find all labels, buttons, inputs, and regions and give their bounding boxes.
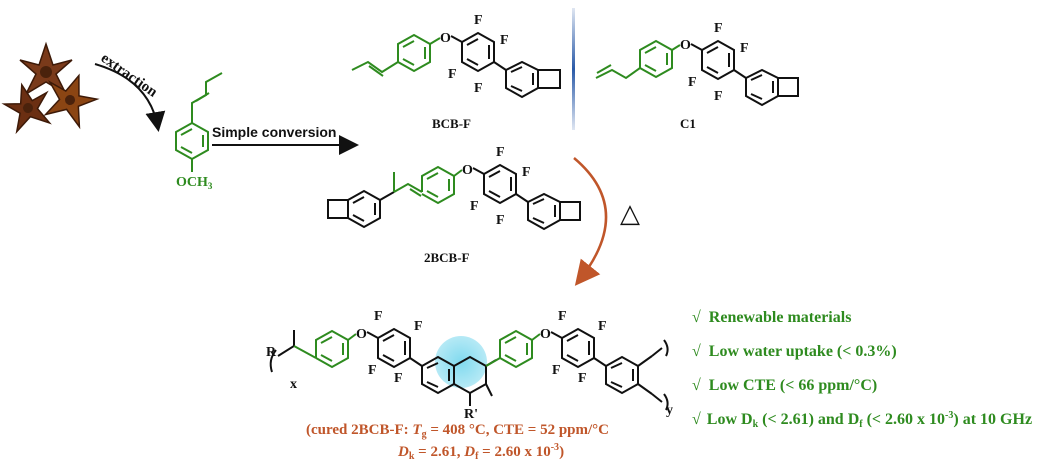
svg-text:F: F [522, 165, 531, 180]
r-group-label: R [266, 345, 277, 360]
oxygen-atom: O [440, 31, 451, 46]
curing-arrow-icon [573, 157, 608, 286]
cured-note-line1: (cured 2BCB-F: Tg = 408 °C, CTE = 52 ppm… [306, 422, 609, 440]
svg-text:F: F [470, 199, 479, 214]
svg-text:F: F [496, 145, 505, 160]
svg-text:F: F [578, 371, 587, 386]
heat-delta-icon: △ [620, 199, 640, 229]
svg-text:F: F [448, 67, 457, 82]
polymer-structure: R x O R' O [266, 309, 673, 422]
divider-line [572, 8, 575, 130]
property-item: √Low CTE (< 66 ppm/°C) [692, 377, 877, 394]
svg-text:F: F [496, 213, 505, 228]
svg-text:F: F [558, 309, 567, 324]
svg-text:F: F [688, 75, 697, 90]
c1-label: C1 [680, 116, 696, 131]
svg-text:O: O [680, 38, 691, 53]
svg-text:F: F [552, 363, 561, 378]
svg-text:F: F [740, 41, 749, 56]
c1-molecule: O F F F F [595, 21, 799, 107]
repeat-x-label: x [290, 377, 297, 392]
svg-text:F: F [374, 309, 383, 324]
extraction-label: extraction [98, 50, 161, 101]
svg-text:F: F [368, 363, 377, 378]
svg-text:F: F [598, 319, 607, 334]
property-item: √Renewable materials [692, 309, 851, 326]
star-anise-icon [1, 41, 100, 135]
two-bcb-f-molecule: O F F F F [327, 145, 581, 231]
repeat-y-label: y [666, 403, 673, 418]
svg-text:F: F [394, 371, 403, 386]
property-item: √Low Dk (< 2.61) and Df (< 2.60 x 10-3) … [692, 410, 1032, 430]
anethole-molecule [175, 72, 223, 172]
property-item: √Low water uptake (< 0.3%) [692, 343, 897, 360]
svg-text:F: F [500, 33, 509, 48]
svg-text:F: F [414, 319, 423, 334]
extraction-arrow-icon [94, 63, 166, 132]
simple-conversion-label: Simple conversion [212, 124, 336, 140]
svg-text:F: F [714, 21, 723, 36]
svg-text:F: F [474, 13, 483, 28]
r-prime-label: R' [464, 407, 478, 422]
property-checklist: √Renewable materials √Low water uptake (… [692, 309, 1032, 430]
methoxy-label: OCH3 [176, 175, 213, 191]
svg-text:O: O [540, 327, 551, 342]
svg-text:F: F [474, 81, 483, 96]
cured-note-line2: Dk = 2.61, Df = 2.60 x 10-3) [397, 442, 564, 460]
bcb-f-label: BCB-F [432, 116, 471, 131]
bcb-f-molecule: O F F F F [351, 13, 561, 99]
two-bcb-f-label: 2BCB-F [424, 250, 470, 265]
svg-text:F: F [714, 89, 723, 104]
svg-text:O: O [462, 163, 473, 178]
svg-text:O: O [356, 327, 367, 342]
